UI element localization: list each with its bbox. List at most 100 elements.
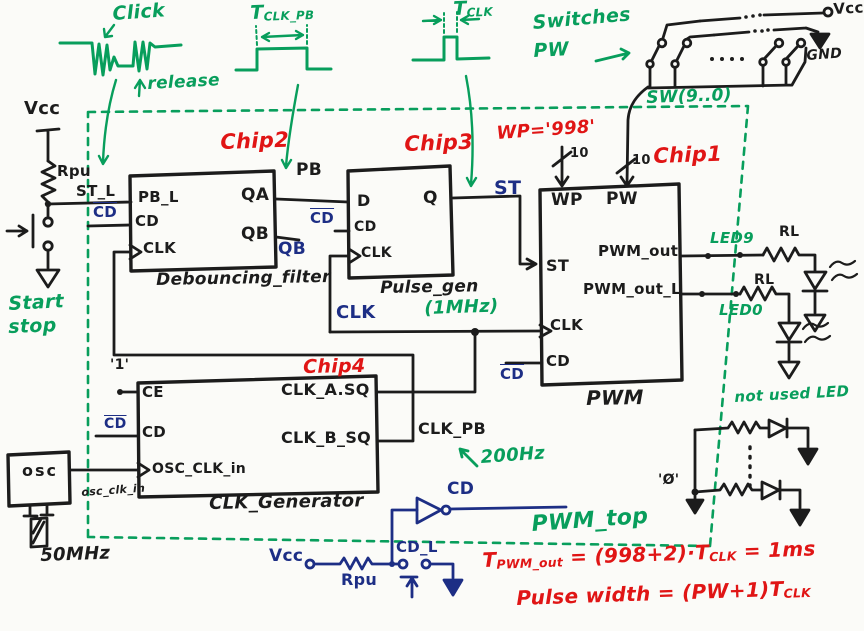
clk-pb-wire	[112, 250, 415, 443]
ellipsis-dot	[740, 57, 744, 61]
cd-net-label: CD	[104, 416, 127, 432]
ground-icon	[685, 490, 705, 515]
rl-label: RL	[779, 224, 800, 240]
switch-bus-wire	[646, 46, 808, 90]
clk-freq-label: (1MHz)	[423, 295, 499, 319]
vcc-bar-icon	[35, 127, 61, 163]
st-l-wire	[46, 200, 133, 218]
chip2-pin-qb: QB	[241, 224, 270, 244]
pb-net-label: PB	[296, 160, 323, 180]
ellipsis-dot	[760, 29, 764, 33]
chip4-pin-clk-b: CLK_B_SQ	[281, 428, 372, 447]
ellipsis-dot	[744, 15, 748, 19]
cd-l-riser-wire	[390, 508, 419, 566]
clk-a-wire	[376, 330, 477, 394]
cd-net-label: CD	[500, 365, 525, 383]
ellipsis-dot	[751, 14, 755, 18]
rl-resistor-icon	[761, 246, 817, 273]
formula-sub: PWM_out	[496, 554, 564, 572]
light-rays-icon	[801, 321, 832, 344]
switch-contact	[681, 37, 693, 49]
chip1-pin-cd: CD	[546, 352, 571, 370]
bounce-waveform	[58, 40, 183, 77]
chip1-pin-wp: WP	[551, 190, 583, 210]
chip3-tag: Chip3	[403, 129, 474, 156]
cd-net-label: CD	[310, 209, 335, 227]
ellipsis-dot	[720, 57, 724, 61]
formula-part: T	[481, 547, 497, 572]
gnd-label: GND	[805, 45, 843, 64]
release-arrow-icon	[133, 78, 147, 98]
light-rays-icon	[828, 259, 859, 282]
unused-led-bottom-branch	[693, 479, 802, 510]
switches-pw-label: PW	[532, 38, 570, 62]
vcc-terminal	[822, 6, 834, 18]
push-button-contact	[42, 216, 54, 228]
t-sub: CLK_PB	[263, 7, 315, 24]
bus-width-label: 10	[570, 146, 589, 161]
ellipsis-dot	[766, 28, 770, 32]
osc-freq-label: 50MHz	[39, 542, 111, 566]
const-one-label: '1'	[110, 357, 130, 373]
chip2-pin-cd: CD	[135, 212, 160, 230]
t-sub: CLK	[466, 4, 494, 20]
cd-net-label: CD	[447, 479, 475, 499]
vcc-label: Vcc	[24, 98, 61, 119]
pb-wire	[274, 197, 350, 204]
formula-sub: CLK	[708, 548, 737, 565]
ground-icon	[442, 578, 464, 597]
chip3-title: Pulse_gen	[379, 276, 479, 298]
ellipsis-dot	[753, 29, 757, 33]
annot-arrow-to-pb	[280, 83, 300, 170]
qb-stub	[274, 235, 301, 242]
boundary-outline	[86, 104, 750, 548]
led0-diode-icon	[775, 321, 803, 362]
chip4-pin-osc-clk-in: OSC_CLK_in	[152, 461, 247, 477]
t-clk-pb-label: TCLK_PB	[249, 1, 315, 24]
black-ink	[5, 6, 859, 549]
chip4-pin-cd: CD	[142, 423, 167, 441]
clock-chevron-icon	[128, 243, 143, 261]
clock-chevron-icon	[136, 461, 151, 479]
chip2-title: Debouncing_filter	[155, 266, 331, 290]
chip1-pin-pw: PW	[606, 189, 638, 209]
unused-led-top-branch	[693, 417, 810, 449]
ground-icon	[789, 508, 811, 527]
chip3-pin-q: Q	[423, 188, 438, 208]
clock-chevron-icon	[538, 323, 553, 339]
push-button-actuator-icon	[399, 575, 419, 599]
cd-l-net-label: CD_L	[396, 538, 438, 556]
ellipsis-dot	[710, 57, 714, 61]
t-main: T	[249, 1, 264, 24]
ground-icon	[797, 447, 819, 466]
chip3-pin-d: D	[357, 191, 371, 210]
t-clk-label: TCLK	[453, 0, 493, 20]
start-label: Start	[7, 290, 65, 315]
clk-net-label: CLK	[336, 302, 376, 323]
converge-arrows-icon	[421, 14, 481, 26]
led9-diode-icon	[801, 270, 829, 315]
push-button-contact	[397, 558, 409, 570]
push-button-actuator-icon	[5, 213, 35, 249]
chip2-pin-qa: QA	[241, 185, 270, 205]
chip1-tag: Chip1	[652, 141, 723, 168]
cd-output-wire	[448, 505, 568, 511]
ground-icon	[803, 313, 827, 333]
clk-1mhz-wire	[328, 329, 542, 334]
crystal-icon	[22, 503, 55, 549]
pwm-top-boundary	[86, 104, 750, 548]
annot-arrow-to-st	[464, 74, 478, 188]
formula-part: = (998+2)·T	[562, 540, 710, 570]
switch-contact	[656, 37, 668, 49]
junction-dot	[705, 253, 711, 259]
chip4-pin-clk-a: CLK_A.SQ	[281, 380, 370, 399]
ground-icon	[35, 249, 61, 289]
green-annotations	[58, 11, 631, 468]
st-wire	[451, 194, 538, 271]
ground-icon	[777, 360, 801, 380]
width-arrow-icon	[260, 29, 305, 43]
pwm-out-wire	[680, 253, 765, 258]
chip2-pin-clk: CLK	[143, 239, 177, 257]
clock-chevron-icon	[347, 247, 362, 265]
